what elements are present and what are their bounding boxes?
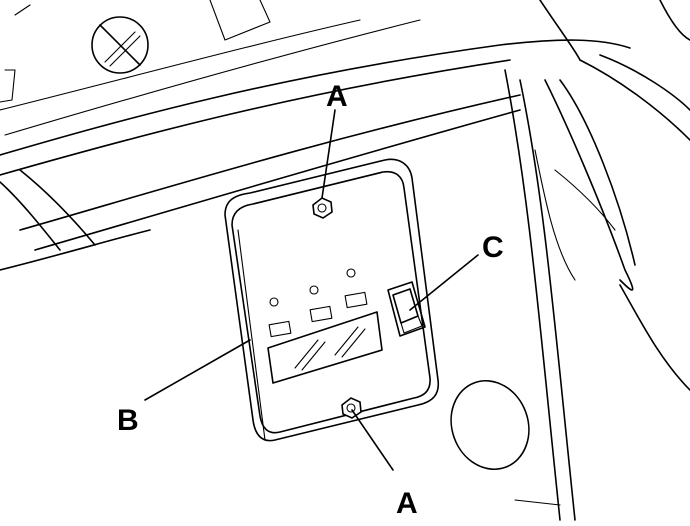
fastener-top	[312, 197, 333, 219]
leader-lines	[144, 109, 479, 471]
display-window	[267, 311, 383, 384]
housing-outline	[0, 0, 631, 271]
callout-a-top: A	[326, 80, 348, 113]
callout-b: B	[117, 404, 139, 437]
side-housing	[504, 0, 690, 521]
control-panel-plate	[224, 158, 440, 442]
rocker-switch	[387, 281, 426, 337]
round-port	[450, 379, 530, 471]
callout-c: C	[482, 231, 504, 264]
fastener-bottom	[341, 397, 362, 419]
callout-a-bottom: A	[396, 487, 418, 520]
indicator-lights	[268, 268, 368, 338]
prohibition-icon	[91, 16, 149, 74]
